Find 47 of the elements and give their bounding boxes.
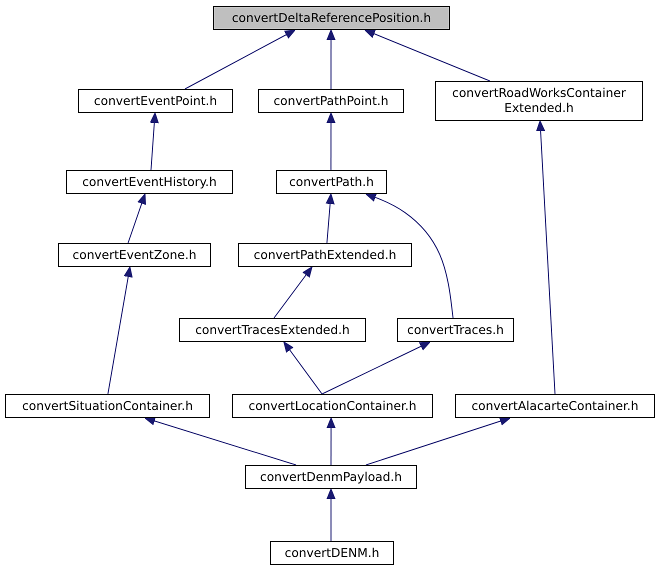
include-arrow <box>274 266 312 318</box>
file-box <box>238 243 412 267</box>
file-name: convertAlacarteContainer.h <box>471 398 639 414</box>
file-box <box>435 81 643 121</box>
include-arrow <box>184 30 296 90</box>
include-arrow <box>326 112 336 170</box>
file-box <box>213 6 450 30</box>
file-box <box>179 318 366 342</box>
file-name: convertEventZone.h <box>72 248 196 262</box>
file-box <box>455 394 655 418</box>
file-name: convertTracesExtended.h <box>195 322 350 338</box>
file-box <box>58 243 211 267</box>
file-box <box>78 89 233 113</box>
file-box <box>276 170 387 194</box>
include-arrow <box>128 194 146 244</box>
file-box <box>397 318 514 342</box>
file-box <box>232 394 433 418</box>
include-arrow <box>144 416 297 466</box>
file-name: convertPathPoint.h <box>273 94 388 108</box>
file-box <box>66 170 233 194</box>
include-arrow <box>150 112 159 170</box>
include-arrow <box>326 488 336 542</box>
include-arrow <box>365 193 454 318</box>
file-name: convertSituationContainer.h <box>22 398 193 414</box>
file-name: convertLocationContainer.h <box>248 398 416 414</box>
include-arrow <box>364 30 490 82</box>
file-box <box>5 394 210 418</box>
include-arrow <box>322 342 430 394</box>
include-arrow <box>326 418 336 466</box>
file-name: convertEventPoint.h <box>94 94 218 108</box>
include-arrow <box>536 120 556 394</box>
include-arrow <box>283 342 323 394</box>
file-name: convertDENM.h <box>284 546 380 560</box>
file-name: convertDenmPayload.h <box>260 470 402 484</box>
file-name: convertTraces.h <box>407 322 504 338</box>
file-box <box>245 465 417 489</box>
file-name: convertEventHistory.h <box>82 174 217 190</box>
include-arrow <box>365 416 510 466</box>
file-name: convertPathExtended.h <box>254 248 396 262</box>
file-name: convertDeltaReferencePosition.h <box>232 10 432 26</box>
include-arrow <box>107 266 133 394</box>
include-arrow <box>326 30 336 90</box>
file-box <box>270 541 394 565</box>
include-arrow <box>326 194 335 244</box>
file-name: convertRoadWorksContainer Extended.h <box>451 86 627 116</box>
file-name: convertPath.h <box>289 174 374 190</box>
file-box <box>258 89 404 113</box>
